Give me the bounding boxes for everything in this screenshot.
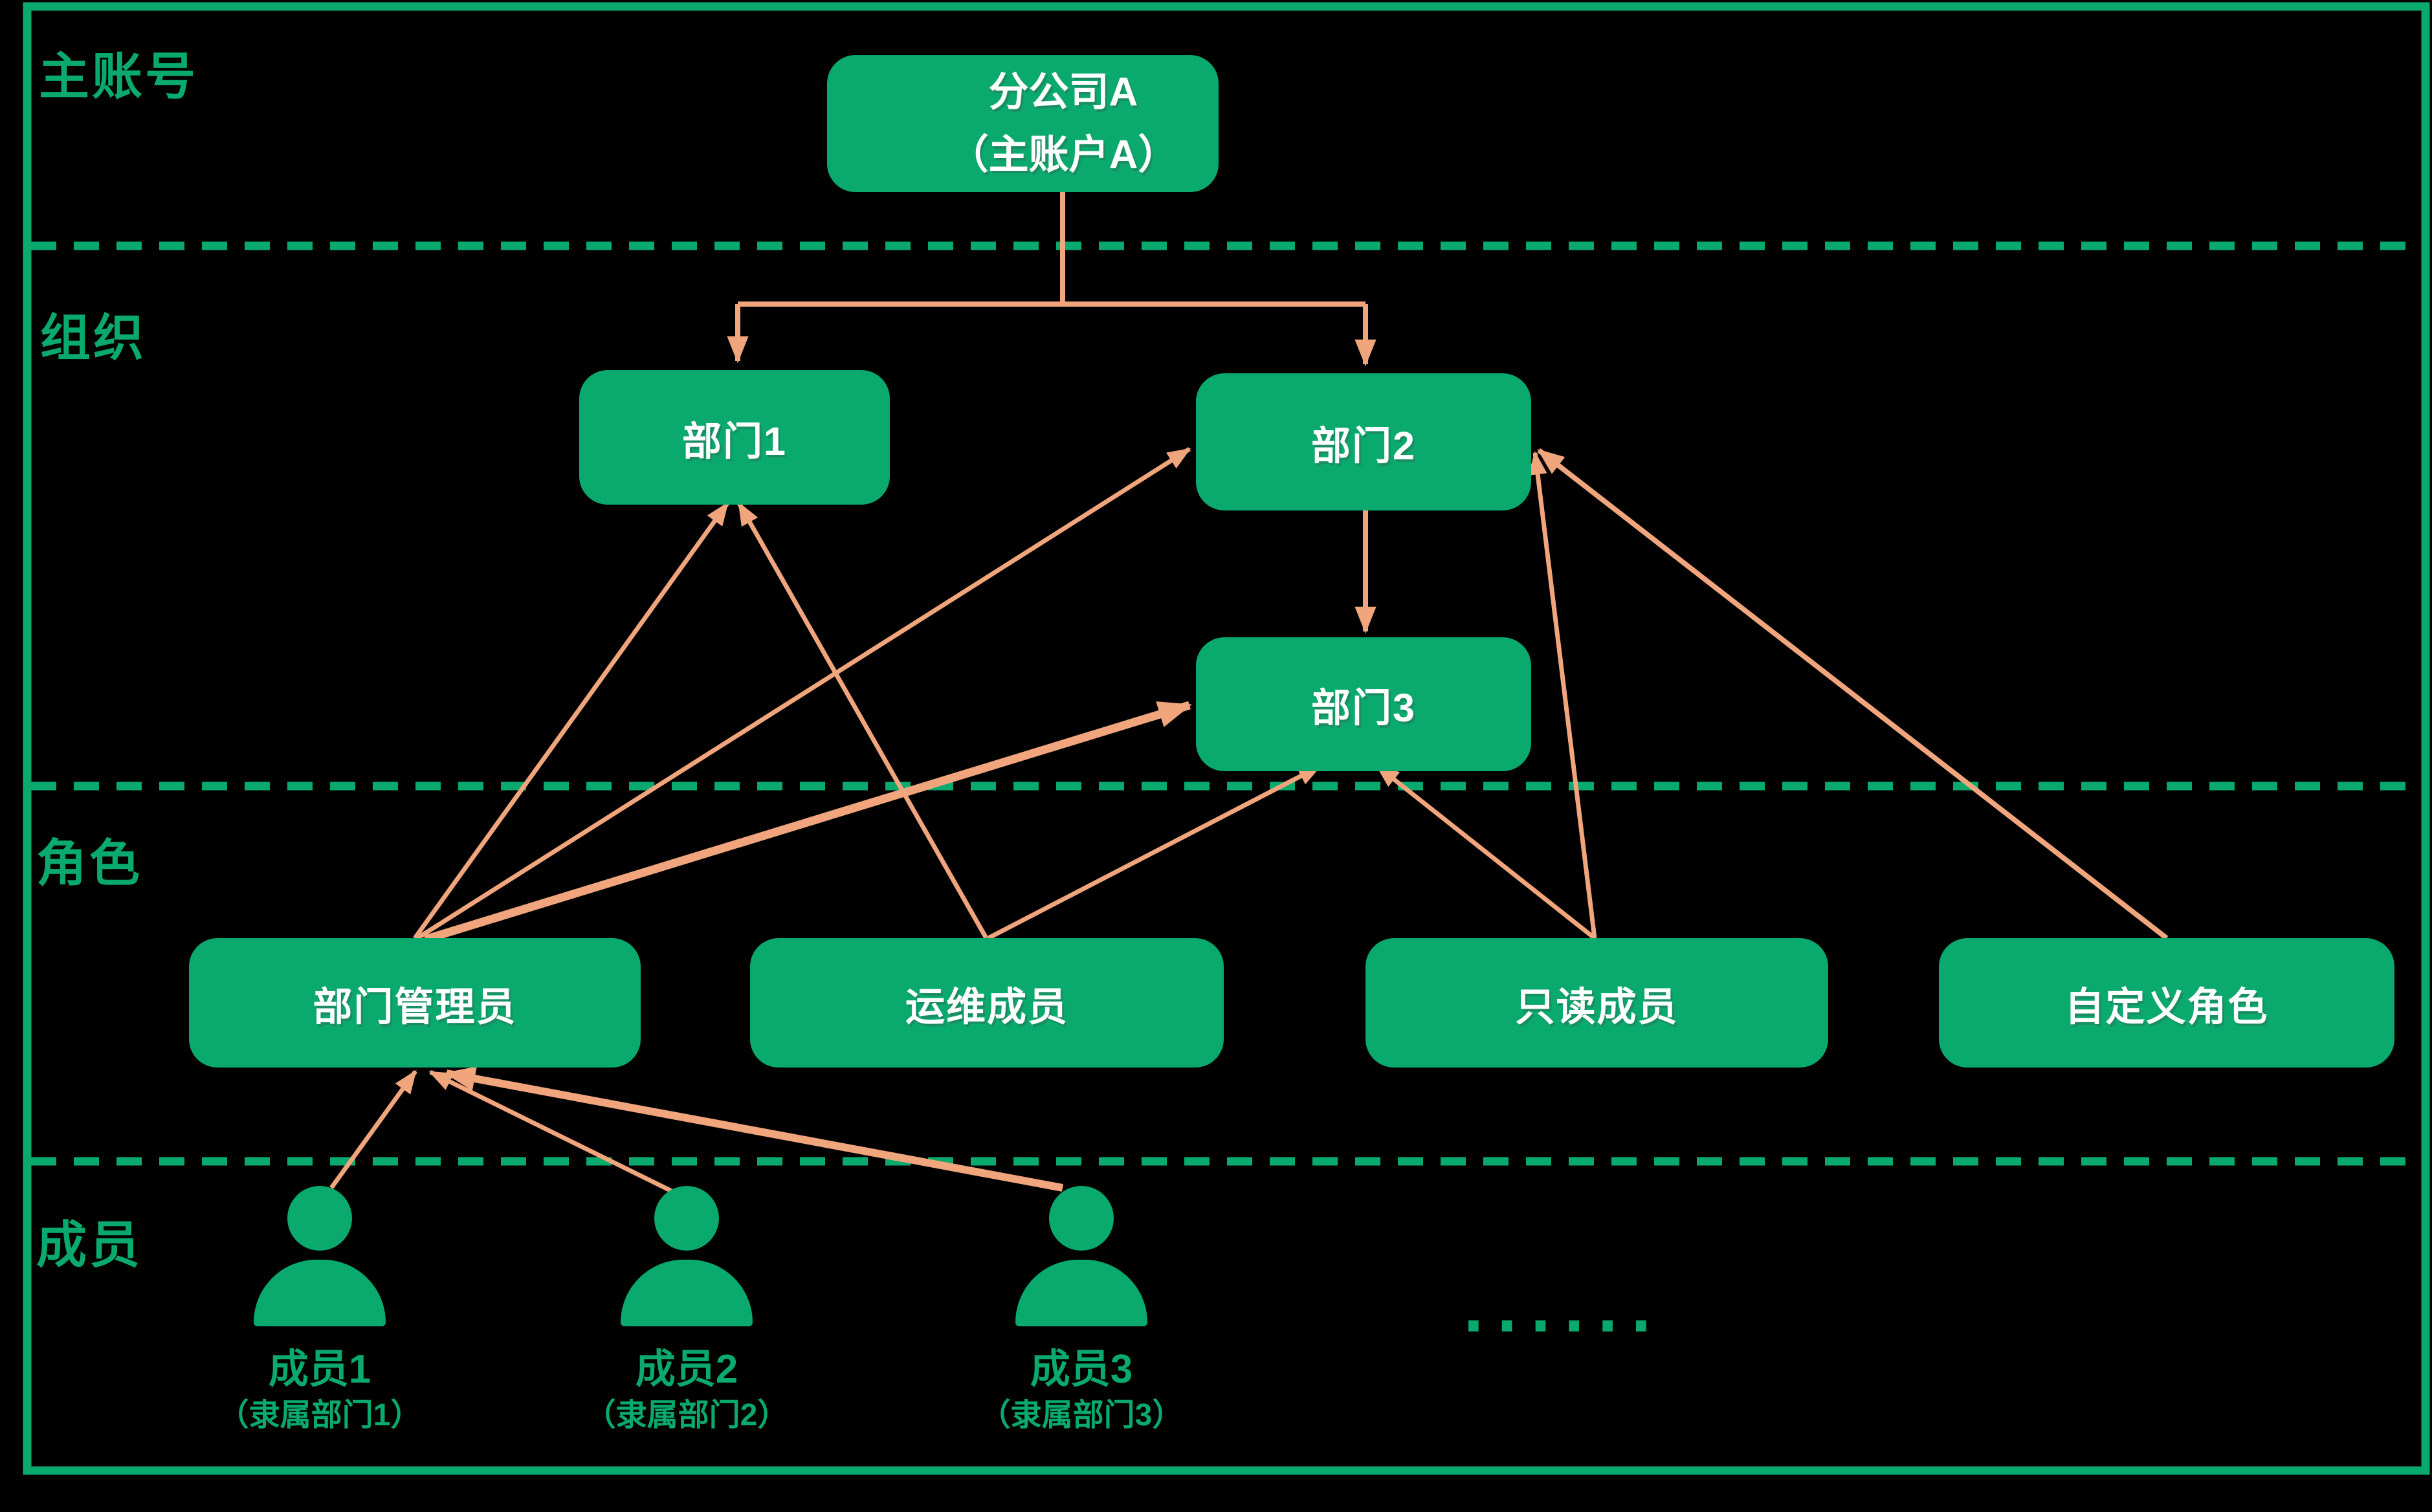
node-role-custom: 自定义角色 bbox=[1939, 938, 2394, 1068]
edge-member1-role_admin bbox=[329, 1069, 417, 1190]
node-dept2: 部门2 bbox=[1196, 373, 1531, 510]
edge-member3-role_admin bbox=[444, 1066, 1064, 1192]
edge-role_admin-dept2 bbox=[416, 447, 1191, 940]
diagram-border bbox=[23, 2, 2430, 1475]
dept1-label: 部门1 bbox=[682, 419, 787, 463]
section-label-organization: 组织 bbox=[40, 309, 147, 366]
section-label-role: 角色 bbox=[36, 835, 143, 892]
company-account: （主账户A） bbox=[948, 133, 1178, 177]
more-members-ellipsis: ...... bbox=[1455, 1274, 1660, 1346]
member2-name: 成员2 bbox=[635, 1347, 738, 1392]
section-label-main-account: 主账号 bbox=[39, 48, 199, 105]
person-icon-head bbox=[1049, 1186, 1114, 1251]
node-dept1: 部门1 bbox=[579, 370, 890, 505]
role-custom-label: 自定义角色 bbox=[2064, 984, 2269, 1029]
edge-role_admin-dept3 bbox=[424, 701, 1192, 944]
edge-role_admin-dept1 bbox=[413, 501, 729, 940]
role-admin-label: 部门管理员 bbox=[313, 984, 517, 1029]
member3-note: （隶属部门3） bbox=[979, 1398, 1184, 1432]
dept3-label: 部门3 bbox=[1311, 686, 1416, 730]
member2-note: （隶属部门2） bbox=[584, 1398, 789, 1432]
person-icon-head bbox=[654, 1186, 719, 1251]
role-readonly-label: 只读成员 bbox=[1515, 984, 1679, 1029]
company-name: 分公司A bbox=[988, 70, 1138, 115]
edge-role_readonly-dept3 bbox=[1375, 764, 1597, 940]
edge-role_readonly-dept2 bbox=[1528, 451, 1597, 939]
edge-member2-role_admin bbox=[428, 1069, 674, 1194]
node-role-ops: 运维成员 bbox=[750, 938, 1224, 1068]
edge-role_custom-dept2 bbox=[1537, 448, 2169, 941]
member1-note: （隶属部门1） bbox=[217, 1398, 422, 1432]
edge-role_ops-dept3 bbox=[987, 763, 1322, 941]
person-icon-head bbox=[287, 1186, 352, 1251]
edge-role_ops-dept1 bbox=[736, 501, 989, 939]
node-company: 分公司A （主账户A） bbox=[827, 55, 1219, 192]
node-role-admin: 部门管理员 bbox=[189, 938, 641, 1068]
member3-name: 成员3 bbox=[1030, 1347, 1133, 1392]
role-ops-label: 运维成员 bbox=[905, 984, 1068, 1029]
dept2-label: 部门2 bbox=[1311, 423, 1416, 468]
member1-name: 成员1 bbox=[268, 1347, 371, 1392]
section-label-member: 成员 bbox=[36, 1216, 143, 1273]
node-dept3: 部门3 bbox=[1196, 637, 1531, 771]
node-role-readonly: 只读成员 bbox=[1365, 938, 1828, 1068]
